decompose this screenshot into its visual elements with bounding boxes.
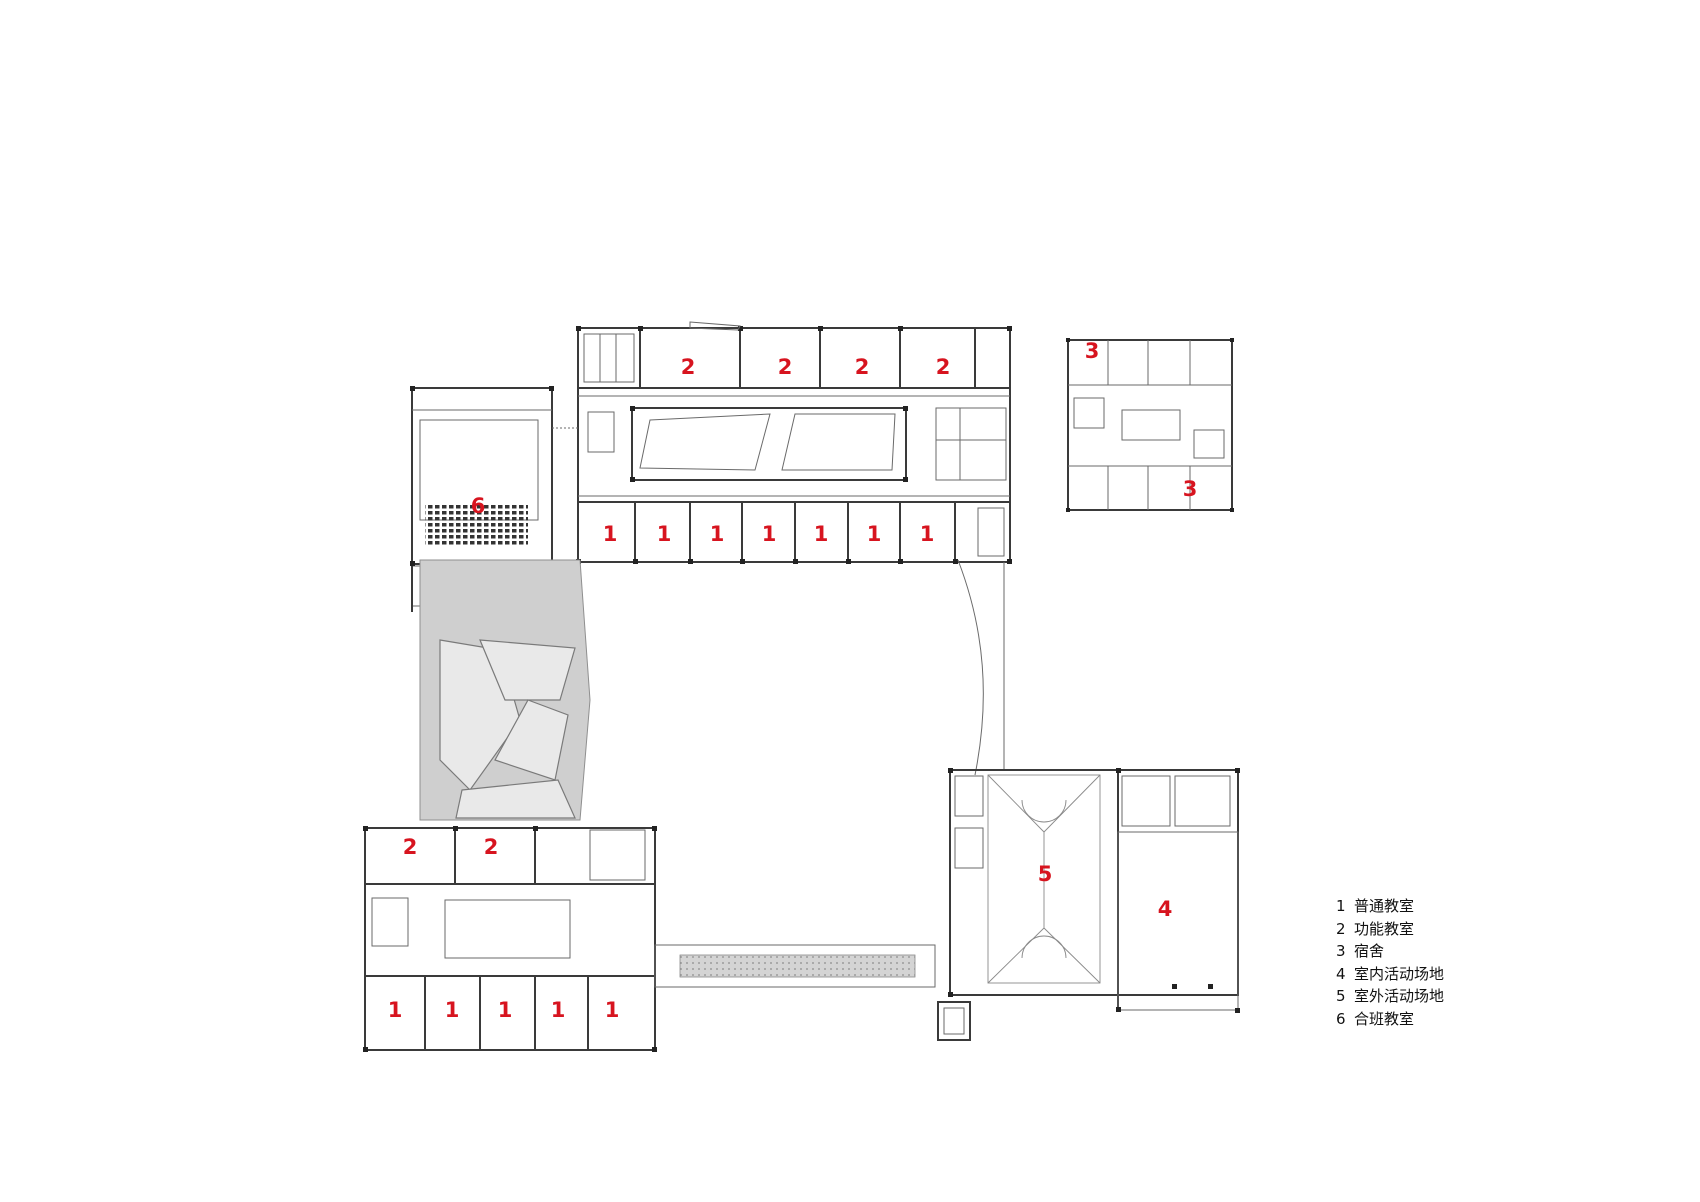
room-label: 1	[605, 998, 620, 1022]
legend-number: 2	[1336, 919, 1346, 938]
lower-left-teaching-block	[363, 826, 657, 1052]
legend: 1 普通教室 2 功能教室 3 宿舍 4 室内活动场地 5 室外活动场地 6 合班教室	[1336, 895, 1516, 1030]
north-teaching-block	[576, 321, 1012, 564]
room-label: 1	[603, 522, 618, 546]
room-label: 5	[1038, 862, 1053, 886]
legend-item: 2 功能教室	[1336, 918, 1516, 941]
legend-text: 室外活动场地	[1354, 987, 1445, 1005]
legend-item: 1 普通教室	[1336, 895, 1516, 918]
room-label: 2	[403, 835, 418, 859]
room-label: 1	[920, 522, 935, 546]
room-label: 1	[762, 522, 777, 546]
room-labels: 2 2 2 2 1 1 1 1 1 1 1 6 3 3 2 2 1 1 1 1 …	[388, 339, 1198, 1022]
room-label: 1	[388, 998, 403, 1022]
legend-item: 4 室内活动场地	[1336, 963, 1516, 986]
room-label: 1	[867, 522, 882, 546]
legend-number: 1	[1336, 897, 1346, 915]
legend-number: 4	[1336, 964, 1346, 983]
dormitory-block	[1066, 338, 1234, 512]
room-label: 3	[1183, 477, 1198, 501]
room-label: 1	[814, 522, 829, 546]
legend-text: 功能教室	[1354, 919, 1415, 938]
paved-plaza	[419, 559, 591, 821]
legend-text: 宿舍	[1354, 942, 1385, 960]
legend-number: 3	[1336, 942, 1346, 960]
legend-item: 6 合班教室	[1336, 1008, 1516, 1031]
sports-complex	[937, 768, 1240, 1041]
room-label: 1	[551, 998, 566, 1022]
room-label: 2	[484, 835, 499, 859]
room-label: 2	[778, 355, 793, 379]
room-label: 1	[445, 998, 460, 1022]
room-label: 1	[657, 522, 672, 546]
legend-item: 3 宿舍	[1336, 940, 1516, 963]
room-label: 2	[936, 355, 951, 379]
room-label: 1	[710, 522, 725, 546]
legend-text: 室内活动场地	[1354, 964, 1445, 983]
legend-text: 合班教室	[1354, 1009, 1415, 1028]
room-label: 4	[1158, 897, 1173, 921]
legend-text: 普通教室	[1354, 897, 1415, 915]
covered-walkway	[654, 559, 1005, 988]
room-label: 2	[681, 355, 696, 379]
room-label: 6	[471, 494, 486, 518]
room-label: 3	[1085, 339, 1100, 363]
legend-number: 5	[1336, 987, 1346, 1005]
legend-number: 6	[1336, 1009, 1346, 1028]
legend-item: 5 室外活动场地	[1336, 985, 1516, 1008]
room-label: 1	[498, 998, 513, 1022]
room-label: 2	[855, 355, 870, 379]
